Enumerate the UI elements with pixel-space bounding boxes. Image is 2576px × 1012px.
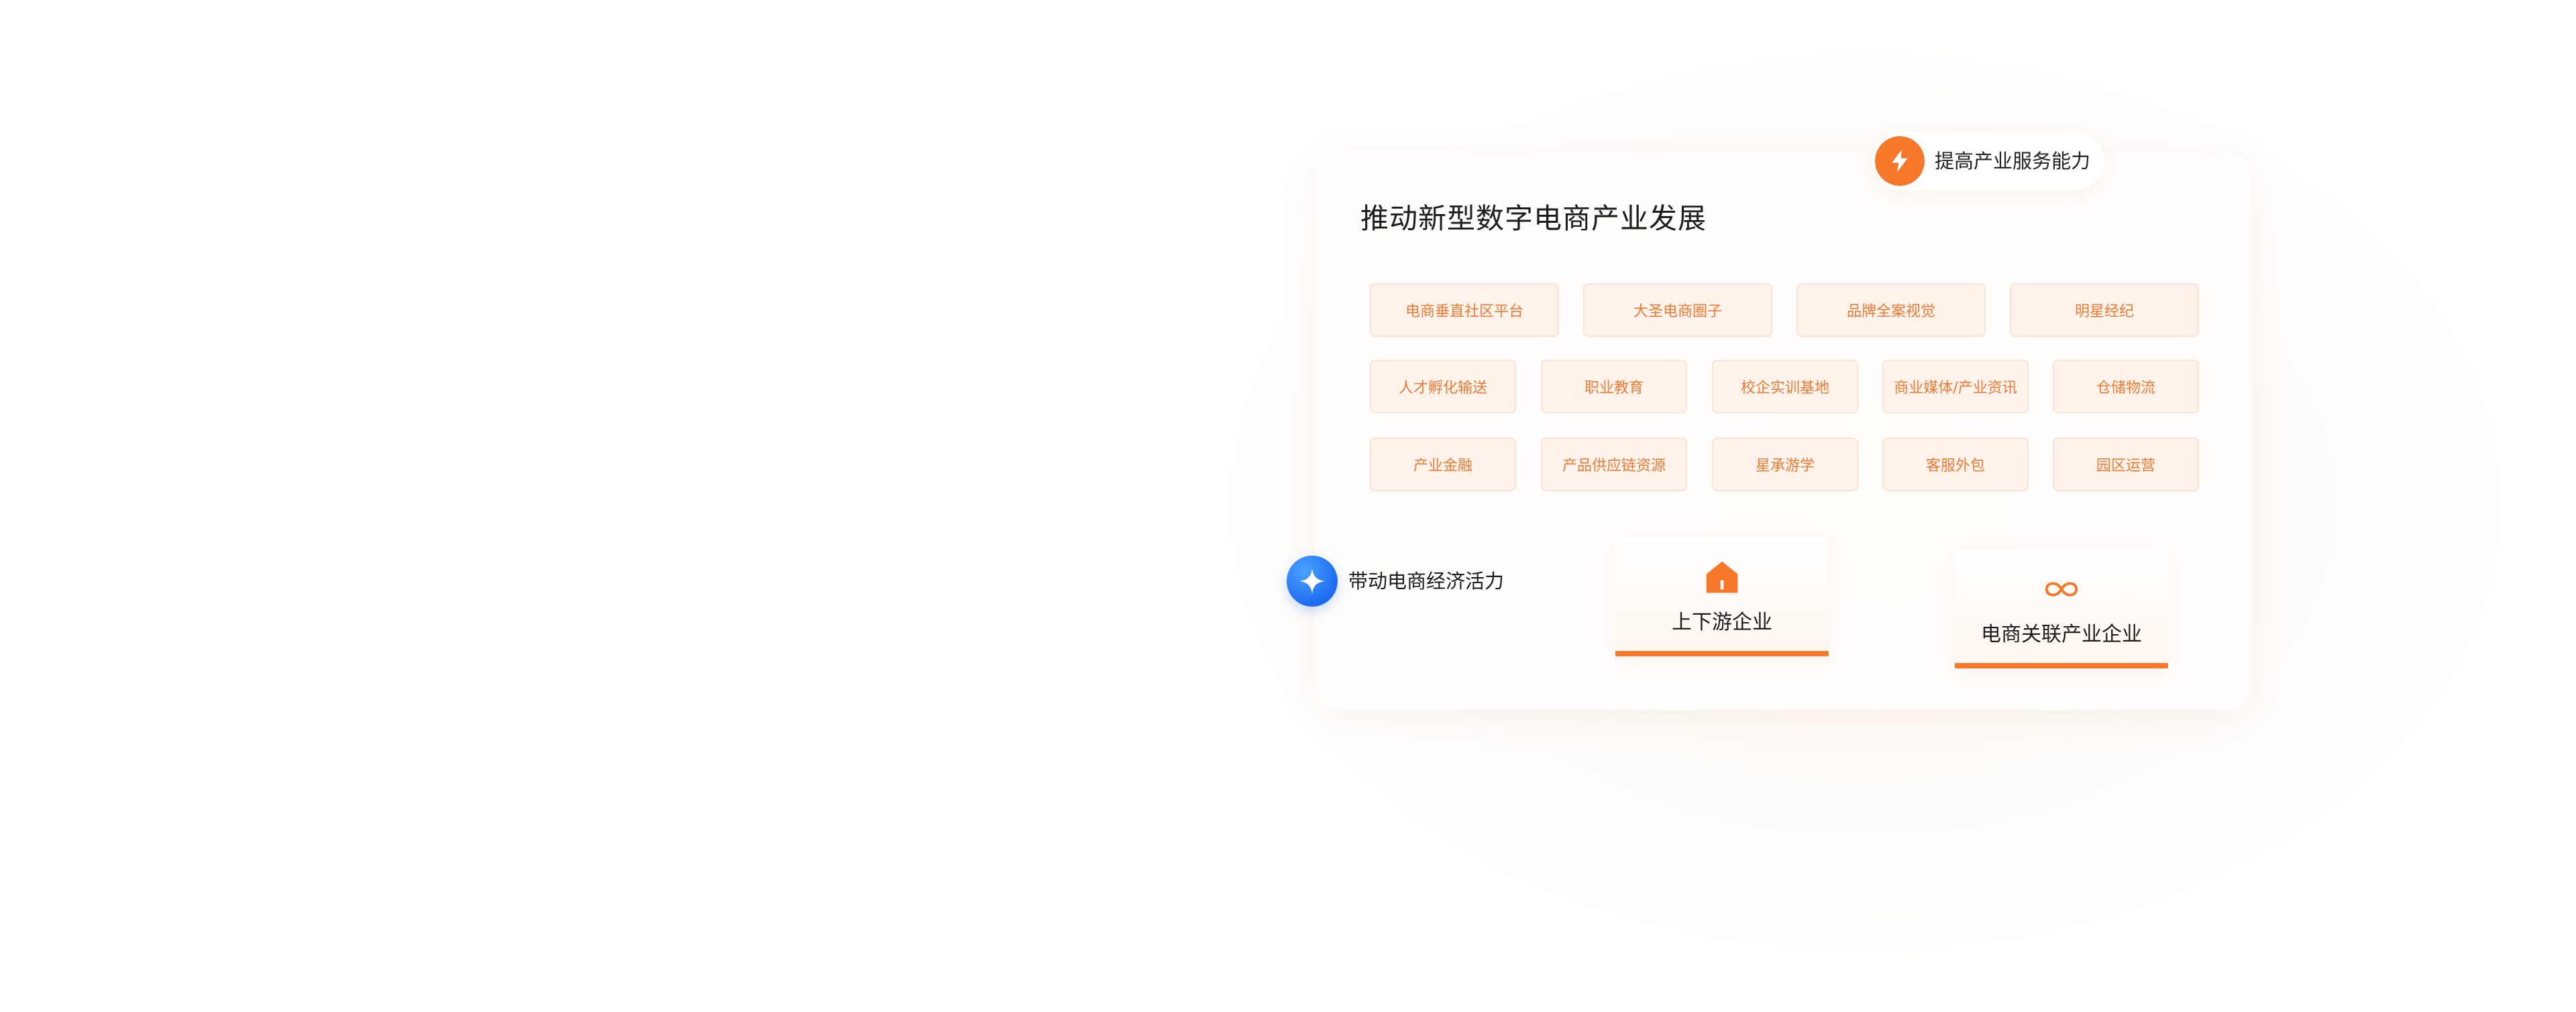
related-industry-label: 电商关联产业企业	[1981, 623, 2142, 646]
tag-dasheng-circle[interactable]: 大圣电商圈子	[1583, 283, 1772, 337]
top-pill-label: 提高产业服务能力	[1935, 150, 2091, 172]
upstream-downstream-label: 上下游企业	[1672, 611, 1772, 634]
lightning-icon	[1875, 136, 1925, 186]
tag-star-agency[interactable]: 明星经纪	[2010, 283, 2199, 337]
side-badge-label: 带动电商经济活力	[1348, 570, 1505, 593]
tag-study-tour[interactable]: 星承游学	[1712, 438, 1858, 491]
tag-supply-chain[interactable]: 产品供应链资源	[1541, 438, 1687, 491]
related-industry-box: 电商关联产业企业	[1955, 549, 2168, 668]
tag-vocational-education[interactable]: 职业教育	[1541, 360, 1687, 413]
accent-bar	[1615, 651, 1829, 656]
tag-brand-visual[interactable]: 品牌全案视觉	[1796, 283, 1986, 337]
tag-park-operation[interactable]: 园区运营	[2053, 438, 2199, 491]
upstream-downstream-box: 上下游企业	[1615, 537, 1829, 656]
tag-industry-finance[interactable]: 产业金融	[1370, 438, 1516, 491]
tag-customer-service-outsourcing[interactable]: 客服外包	[1882, 438, 2029, 491]
accent-bar	[1955, 663, 2168, 668]
sparkle-icon	[1287, 556, 1338, 607]
tag-talent-incubation[interactable]: 人才孵化输送	[1370, 360, 1516, 413]
tag-school-training-base[interactable]: 校企实训基地	[1712, 360, 1858, 413]
card-title: 推动新型数字电商产业发展	[1360, 202, 1707, 235]
house-icon	[1702, 557, 1742, 597]
tag-warehousing-logistics[interactable]: 仓储物流	[2053, 360, 2199, 413]
infinity-icon	[2041, 569, 2082, 609]
tag-business-media[interactable]: 商业媒体/产业资讯	[1882, 360, 2029, 413]
tag-ecommerce-community[interactable]: 电商垂直社区平台	[1370, 283, 1559, 337]
